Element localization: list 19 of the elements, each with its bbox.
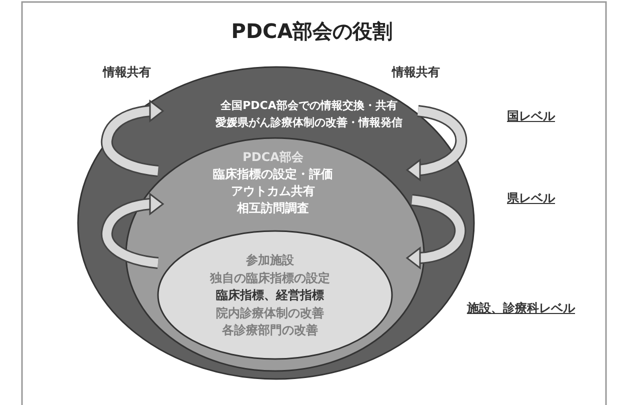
ellipse-text: 臨床指標の設定・評価 bbox=[213, 167, 333, 182]
ellipse-text: 独自の臨床指標の設定 bbox=[210, 271, 330, 286]
level-label: 県レベル bbox=[507, 190, 555, 207]
ellipse-region bbox=[157, 230, 393, 360]
ellipse-text: 愛媛県がん診療体制の改善・情報発信 bbox=[216, 116, 402, 130]
ellipse-region bbox=[125, 137, 425, 372]
level-label: 施設、診療科レベル bbox=[467, 300, 575, 317]
info-share-label: 情報共有 bbox=[392, 64, 440, 81]
ellipse-text: 各診療部門の改善 bbox=[222, 323, 318, 338]
ellipse-text: 臨床指標、経営指標 bbox=[216, 288, 324, 302]
info-share-label: 情報共有 bbox=[103, 64, 151, 81]
title: PDCA部会の役割 bbox=[231, 18, 393, 45]
ellipse-text: PDCA部会 bbox=[242, 150, 304, 164]
ellipse-text: 院内診療体制の改善 bbox=[216, 306, 324, 320]
ellipse-text: 全国PDCA部会での情報交換・共有 bbox=[220, 99, 398, 112]
ellipse-text: 参加施設 bbox=[246, 253, 294, 268]
level-label: 国レベル bbox=[507, 108, 555, 125]
ellipse-text: 相互訪問調査 bbox=[237, 201, 309, 216]
ellipse-text: アウトカム共有 bbox=[231, 184, 315, 198]
